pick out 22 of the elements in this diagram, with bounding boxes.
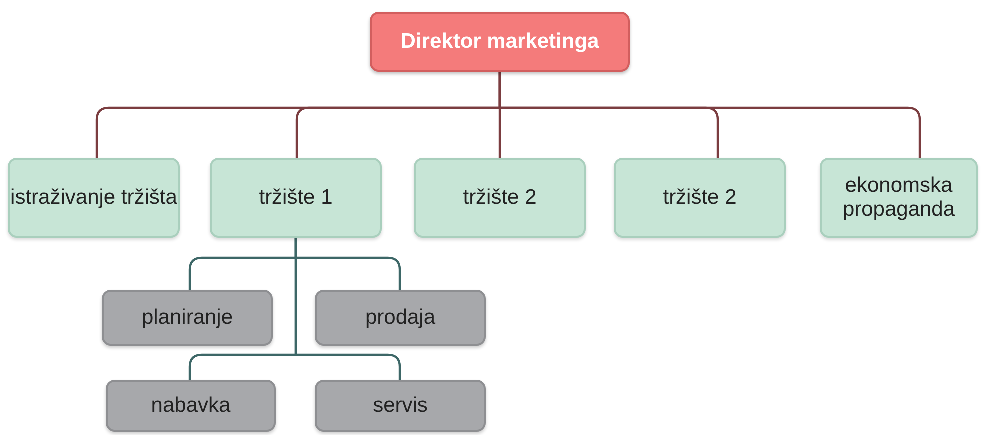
department-box (210, 158, 382, 238)
node-label: prodaja (365, 306, 436, 330)
department-box (820, 158, 978, 238)
connector-line (294, 238, 402, 380)
subdepartment-box (106, 380, 276, 432)
node-label: istraživanje tržišta (10, 186, 178, 210)
node-label: tržište 2 (663, 186, 737, 210)
department-box (614, 158, 786, 238)
node-label: tržište 1 (259, 186, 333, 210)
director-box (370, 12, 630, 72)
node-label: ekonomska propaganda (842, 174, 956, 222)
subdepartment-box (315, 290, 486, 346)
subdepartment-box (315, 380, 486, 432)
node-label: Direktor marketinga (400, 30, 600, 54)
node-label: nabavka (151, 394, 231, 418)
node-label: servis (373, 394, 428, 418)
department-box (414, 158, 586, 238)
node-label: planiranje (142, 306, 234, 330)
node-label: tržište 2 (463, 186, 537, 210)
department-box (8, 158, 180, 238)
subdepartment-box (102, 290, 273, 346)
connector-line (498, 72, 922, 158)
